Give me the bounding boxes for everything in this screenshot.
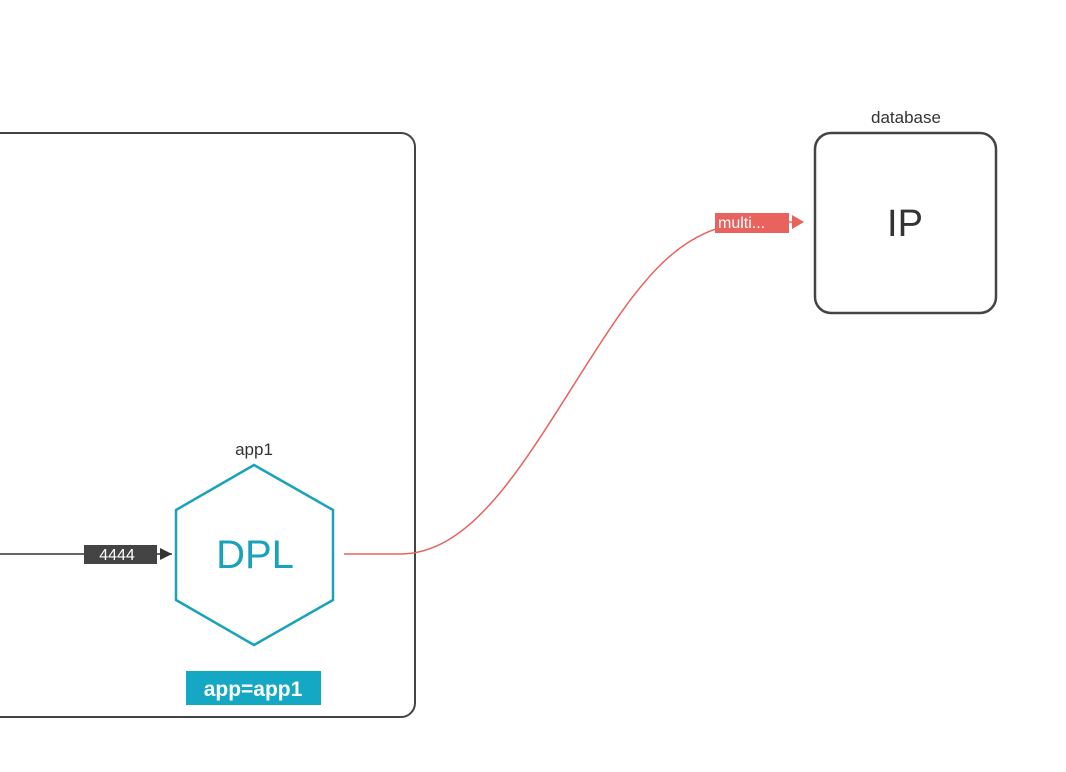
outgoing-edge-label: multi... (718, 215, 765, 232)
incoming-edge-arrowhead (160, 548, 172, 560)
group-selector-label: app=app1 (204, 678, 303, 701)
group-selector-badge (186, 671, 321, 705)
node-app1-type-label: DPL (216, 533, 294, 577)
outgoing-edge[interactable] (344, 221, 803, 555)
node-app1-name: app1 (235, 440, 273, 459)
node-app1-hexagon[interactable] (174, 463, 335, 647)
node-database-name: database (871, 108, 941, 127)
outgoing-edge-arrowhead (792, 215, 804, 229)
incoming-edge-label-badge (84, 545, 157, 564)
outgoing-edge-label-badge (715, 213, 789, 233)
node-database-box[interactable] (813, 131, 998, 315)
node-database-type-label: IP (887, 203, 923, 245)
group-container[interactable] (0, 132, 416, 718)
incoming-edge-label: 4444 (99, 547, 135, 564)
